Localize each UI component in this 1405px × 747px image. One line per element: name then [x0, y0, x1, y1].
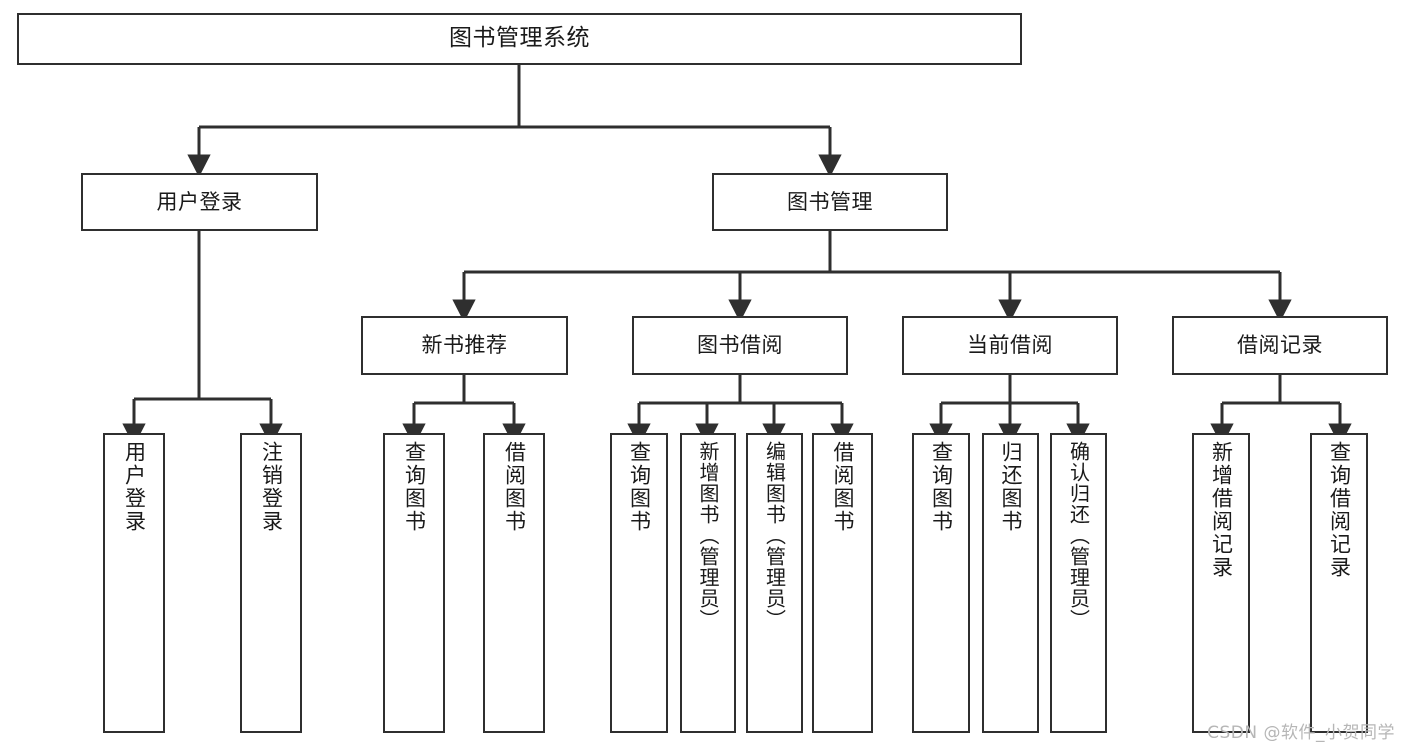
node-new-book-recommend[interactable]: 新书推荐 — [361, 316, 568, 375]
watermark: CSDN @软件_小贺同学 — [1207, 723, 1395, 743]
leaf-query-borrow-record[interactable]: 查询借阅记录 — [1310, 433, 1368, 733]
leaf-query-book-recommend[interactable]: 查询图书 — [383, 433, 445, 733]
node-label: 查询图书 — [402, 441, 427, 533]
node-current-borrow[interactable]: 当前借阅 — [902, 316, 1118, 375]
leaf-edit-book-admin[interactable]: 编辑图书（管理员） — [746, 433, 803, 733]
node-label: 查询图书 — [929, 441, 954, 533]
node-label: 借阅图书 — [502, 441, 527, 533]
leaf-add-book-admin[interactable]: 新增图书（管理员） — [680, 433, 736, 733]
leaf-borrow-book[interactable]: 借阅图书 — [812, 433, 873, 733]
node-borrow-record[interactable]: 借阅记录 — [1172, 316, 1388, 375]
node-label: 图书借阅 — [697, 333, 783, 358]
node-label: 借阅记录 — [1237, 333, 1323, 358]
node-label: 注销登录 — [259, 441, 284, 533]
leaf-user-login[interactable]: 用户登录 — [103, 433, 165, 733]
node-label: 查询借阅记录 — [1327, 441, 1352, 579]
leaf-query-book-borrow[interactable]: 查询图书 — [610, 433, 668, 733]
leaf-confirm-return-admin[interactable]: 确认归还（管理员） — [1050, 433, 1107, 733]
node-label: 图书管理系统 — [449, 25, 590, 52]
node-label: 确认归还（管理员） — [1066, 441, 1091, 630]
leaf-logout-login[interactable]: 注销登录 — [240, 433, 302, 733]
node-label: 新增图书（管理员） — [696, 441, 720, 630]
leaf-borrow-book-recommend[interactable]: 借阅图书 — [483, 433, 545, 733]
node-label: 查询图书 — [627, 441, 652, 533]
node-label: 用户登录 — [156, 189, 243, 214]
node-label: 新增借阅记录 — [1209, 441, 1234, 579]
leaf-return-book[interactable]: 归还图书 — [982, 433, 1039, 733]
node-label: 新书推荐 — [421, 333, 508, 358]
leaf-query-book-current[interactable]: 查询图书 — [912, 433, 970, 733]
leaf-add-borrow-record[interactable]: 新增借阅记录 — [1192, 433, 1250, 733]
node-book-manage[interactable]: 图书管理 — [712, 173, 948, 231]
node-label: 当前借阅 — [967, 333, 1053, 358]
node-label: 图书管理 — [787, 189, 873, 214]
node-label: 归还图书 — [999, 441, 1023, 533]
node-label: 借阅图书 — [831, 441, 855, 533]
node-label: 用户登录 — [122, 441, 147, 533]
node-user-login[interactable]: 用户登录 — [81, 173, 318, 231]
node-label: 编辑图书（管理员） — [762, 441, 787, 630]
node-book-management-system[interactable]: 图书管理系统 — [17, 13, 1022, 65]
node-book-borrow[interactable]: 图书借阅 — [632, 316, 848, 375]
